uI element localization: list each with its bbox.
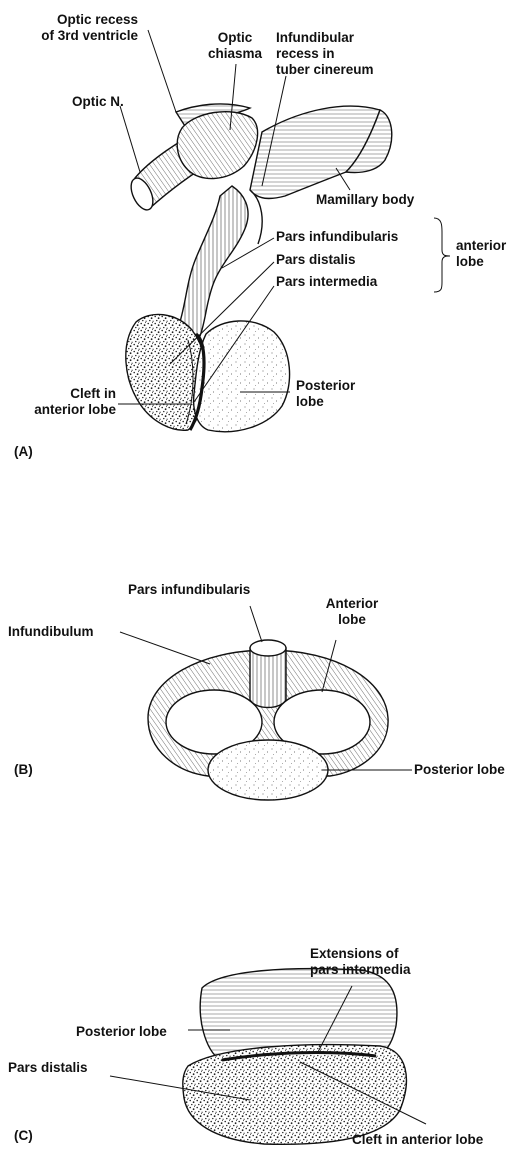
label-cleft-c: Cleft in anterior lobe: [352, 1132, 483, 1148]
panel-label-b: (B): [14, 762, 33, 778]
label-infundibulum: Infundibulum: [8, 624, 93, 640]
label-posterior-line1: Posterior: [296, 378, 355, 394]
optic-chiasma-shape: [177, 112, 257, 179]
label-anterior-b-line1: Anterior: [320, 596, 384, 612]
label-pars-distalis-c: Pars distalis: [8, 1060, 88, 1076]
label-infundibular-line1: Infundibular: [276, 30, 374, 46]
label-posterior-lobe-a: Posterior lobe: [296, 378, 355, 410]
panel-label-a: (A): [14, 444, 33, 460]
label-optic-chiasma-line1: Optic: [190, 30, 280, 46]
label-infundibular-line3: tuber cinereum: [276, 62, 374, 78]
infundibular-stalk: [178, 186, 248, 336]
label-pars-infundibularis-a: Pars infundibularis: [276, 229, 398, 245]
label-pars-infundibularis-b: Pars infundibularis: [128, 582, 250, 598]
label-posterior-lobe-b: Posterior lobe: [414, 762, 505, 778]
label-mamillary-body: Mamillary body: [316, 192, 414, 208]
label-anterior-b-line2: lobe: [320, 612, 384, 628]
anterior-lobe-brace: [434, 218, 450, 292]
label-optic-n: Optic N.: [72, 94, 124, 110]
pars-infundibularis-stalk: [250, 648, 286, 708]
label-infundibular-line2: recess in: [276, 46, 374, 62]
label-posterior-line2: lobe: [296, 394, 355, 410]
label-anterior-lobe-brace: anterior lobe: [456, 238, 506, 270]
label-anterior-line1: anterior: [456, 238, 506, 254]
label-cleft-a: Cleft in anterior lobe: [6, 386, 116, 418]
label-pars-distalis-a: Pars distalis: [276, 252, 356, 268]
label-optic-recess: Optic recess of 3rd ventricle: [10, 12, 138, 44]
label-cleft-line2: anterior lobe: [6, 402, 116, 418]
label-optic-chiasma-line2: chiasma: [190, 46, 280, 62]
label-cleft-line1: Cleft in: [6, 386, 116, 402]
posterior-lobe-b: [208, 740, 328, 800]
label-infundibular-recess: Infundibular recess in tuber cinereum: [276, 30, 374, 78]
panel-c-drawing: [183, 969, 407, 1145]
label-optic-chiasma: Optic chiasma: [190, 30, 280, 62]
label-posterior-lobe-c: Posterior lobe: [76, 1024, 167, 1040]
label-optic-recess-line2: of 3rd ventricle: [10, 28, 138, 44]
stalk-top: [250, 640, 286, 656]
label-anterior-lobe-b: Anterior lobe: [320, 596, 384, 628]
posterior-lobe-shape: [194, 321, 290, 432]
stalk-inner-line: [250, 190, 262, 244]
panel-b-drawing: [148, 640, 388, 800]
label-extensions-pars-intermedia: Extensions of pars intermedia: [310, 946, 411, 978]
panel-label-c: (C): [14, 1128, 33, 1144]
label-extensions-line1: Extensions of: [310, 946, 411, 962]
label-optic-recess-line1: Optic recess: [10, 12, 138, 28]
label-extensions-line2: pars intermedia: [310, 962, 411, 978]
label-anterior-line2: lobe: [456, 254, 506, 270]
label-pars-intermedia-a: Pars intermedia: [276, 274, 377, 290]
